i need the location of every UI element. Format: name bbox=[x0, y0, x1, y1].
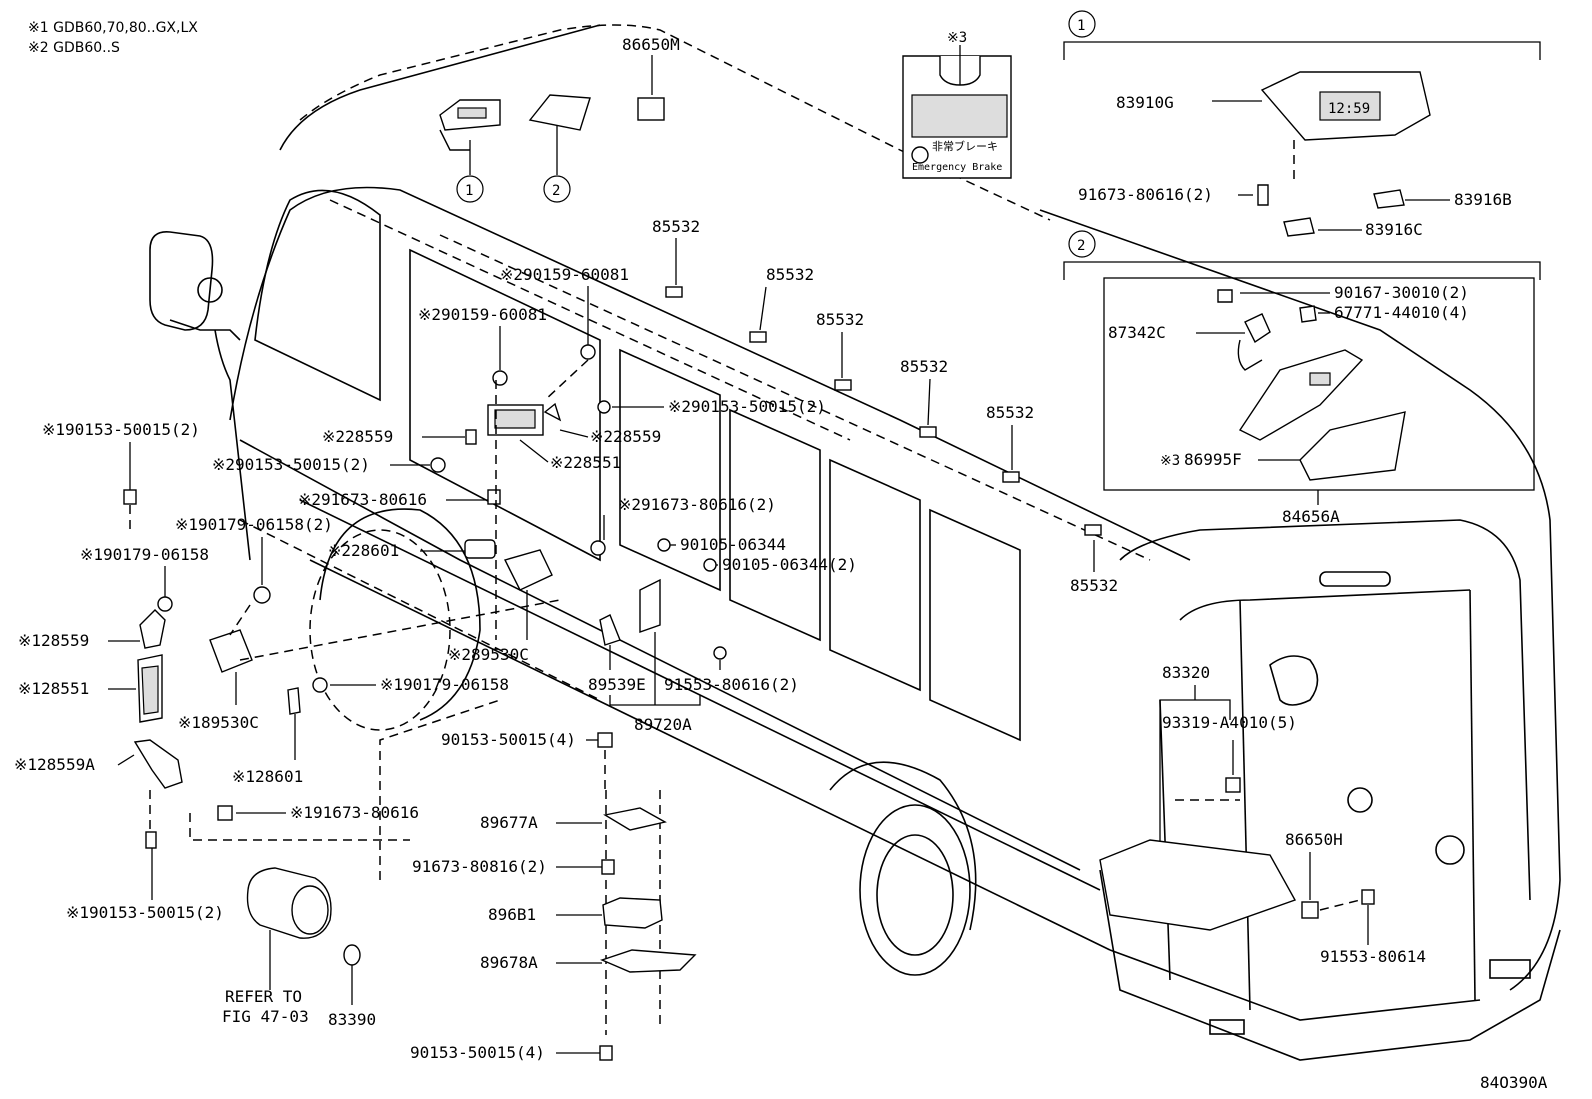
group-mark1-parts: ※190153-50015(2) ※190179-06158(2) ※19017… bbox=[14, 420, 561, 922]
circle-ref-text-2-box: 2 bbox=[1077, 238, 1085, 254]
circle-ref-2-top bbox=[543, 175, 571, 203]
label-s2-90159-60081-a: ※290159-60081 bbox=[500, 265, 629, 284]
label-90153-50015-4-a: 90153-50015(4) bbox=[441, 730, 576, 749]
label-86650H: 86650H bbox=[1285, 830, 1343, 849]
label-90167-30010-2: 90167-30010(2) bbox=[1334, 283, 1469, 302]
label-s1-90153-50015-2-a: ※190153-50015(2) bbox=[42, 420, 200, 439]
label-s2-89530C: ※289530C bbox=[448, 645, 529, 664]
label-91673-80616-2-box1: 91673-80616(2) bbox=[1078, 185, 1213, 204]
label-s2-91673-80616: ※291673-80616 bbox=[298, 490, 427, 509]
label-85532-6: 85532 bbox=[1070, 576, 1118, 595]
label-89677A: 89677A bbox=[480, 813, 538, 832]
label-s2-90153-50015-2-a: ※290153-50015(2) bbox=[668, 397, 826, 416]
label-mark3-top: ※3 bbox=[947, 30, 967, 46]
circle-ref-2-box bbox=[1068, 230, 1096, 258]
label-s2-90159-60081-b: ※290159-60081 bbox=[418, 305, 547, 324]
label-93319-A4010-5: 93319-A4010(5) bbox=[1162, 713, 1297, 732]
roof-lamp-part-1: 1 bbox=[439, 99, 501, 203]
label-90105-06344: 90105-06344 bbox=[680, 535, 786, 554]
label-91553-80616-2: 91553-80616(2) bbox=[664, 675, 799, 694]
group-rear-parts: 83320 93319-A4010(5) 86650H 91553-80614 bbox=[1099, 663, 1426, 966]
decal-en-text: Emergency Brake bbox=[912, 162, 1002, 173]
label-89539E: 89539E bbox=[588, 675, 646, 694]
label-83320: 83320 bbox=[1162, 663, 1210, 682]
roof-clips: 85532 85532 85532 85532 85532 85532 bbox=[652, 217, 1118, 595]
label-83390: 83390 bbox=[328, 1010, 376, 1029]
circle-ref-text-2-top: 2 bbox=[552, 183, 560, 199]
label-89678A: 89678A bbox=[480, 953, 538, 972]
refer-to-line1: REFER TO bbox=[225, 987, 302, 1006]
note-1: ※1 GDB60,70,80..GX,LX bbox=[28, 20, 198, 36]
label-s1-90179-06158-a: ※190179-06158 bbox=[80, 545, 209, 564]
refer-to-line2: FIG 47-03 bbox=[222, 1007, 309, 1026]
label-85532-5: 85532 bbox=[986, 403, 1034, 422]
legend-notes: ※1 GDB60,70,80..GX,LX ※2 GDB60..S bbox=[28, 20, 198, 56]
note-2: ※2 GDB60..S bbox=[28, 40, 120, 56]
label-90105-06344-2: 90105-06344(2) bbox=[722, 555, 857, 574]
label-84656A: 84656A bbox=[1282, 507, 1340, 526]
label-s1-90179-06158-2: ※190179-06158(2) bbox=[175, 515, 333, 534]
label-s2-28551: ※228551 bbox=[550, 453, 621, 472]
part-86650M: 86650M bbox=[622, 35, 680, 121]
label-s1-28601: ※128601 bbox=[232, 767, 303, 786]
group-mark2-parts: ※290159-60081 ※290159-60081 ※290153-5001… bbox=[212, 265, 857, 734]
label-87342C: 87342C bbox=[1108, 323, 1166, 342]
vehicle-body bbox=[149, 24, 1561, 1061]
label-91553-80614: 91553-80614 bbox=[1320, 947, 1426, 966]
horn-assembly: REFER TO FIG 47-03 83390 bbox=[222, 699, 501, 1029]
label-85532-4: 85532 bbox=[900, 357, 948, 376]
label-mark3-box: ※3 bbox=[1160, 453, 1180, 469]
circle-ref-text-1-top: 1 bbox=[465, 183, 473, 199]
label-s1-28559A: ※128559A bbox=[14, 755, 95, 774]
label-67771-44010-4: 67771-44010(4) bbox=[1334, 303, 1469, 322]
roof-lamp-part-2: 2 bbox=[528, 94, 591, 203]
figure-id: 84O390A bbox=[1480, 1073, 1548, 1092]
label-83916B: 83916B bbox=[1454, 190, 1512, 209]
label-83910G: 83910G bbox=[1116, 93, 1174, 112]
label-s2-90153-50015-2-b: ※290153-50015(2) bbox=[212, 455, 370, 474]
label-s2-28601: ※228601 bbox=[328, 541, 399, 560]
label-90153-50015-4-b: 90153-50015(4) bbox=[410, 1043, 545, 1062]
label-896B1: 896B1 bbox=[488, 905, 536, 924]
label-91673-80816-2: 91673-80816(2) bbox=[412, 857, 547, 876]
circle-ref-1-box bbox=[1068, 10, 1096, 38]
label-s1-28559: ※128559 bbox=[18, 631, 89, 650]
label-86650M: 86650M bbox=[622, 35, 680, 54]
label-85532-3: 85532 bbox=[816, 310, 864, 329]
clock-display-text: 12:59 bbox=[1328, 101, 1370, 117]
label-89720A: 89720A bbox=[634, 715, 692, 734]
detail-group-2: 2 90167-30010(2) 87342C 67771-44010(4) ※… bbox=[1063, 230, 1541, 526]
detail-group-1: 1 83910G 12:59 91673-80616(2) 83916B 839… bbox=[1063, 10, 1541, 239]
label-s2-28559-a: ※228559 bbox=[322, 427, 393, 446]
label-86995F: 86995F bbox=[1184, 450, 1242, 469]
label-85532-2: 85532 bbox=[766, 265, 814, 284]
label-85532-1: 85532 bbox=[652, 217, 700, 236]
label-s1-91673-80616: ※191673-80616 bbox=[290, 803, 419, 822]
label-s2-28559-b: ※228559 bbox=[590, 427, 661, 446]
label-s1-28551: ※128551 bbox=[18, 679, 89, 698]
label-83916C: 83916C bbox=[1365, 220, 1423, 239]
label-s1-89530C: ※189530C bbox=[178, 713, 259, 732]
label-s1-90153-50015-2-b: ※190153-50015(2) bbox=[66, 903, 224, 922]
label-s2-91673-80616-2: ※291673-80616(2) bbox=[618, 495, 776, 514]
label-s1-90179-06158-b: ※190179-06158 bbox=[380, 675, 509, 694]
group-bottom-stack: 90153-50015(4) 89677A 91673-80816(2) 896… bbox=[410, 730, 697, 1062]
circle-ref-text-1-box: 1 bbox=[1077, 18, 1085, 34]
decal-jp-text: 非常ブレーキ bbox=[932, 139, 998, 153]
emergency-brake-decal: ※3 非常ブレーキ Emergency Brake bbox=[902, 30, 1012, 179]
circle-ref-1-top bbox=[456, 175, 484, 203]
